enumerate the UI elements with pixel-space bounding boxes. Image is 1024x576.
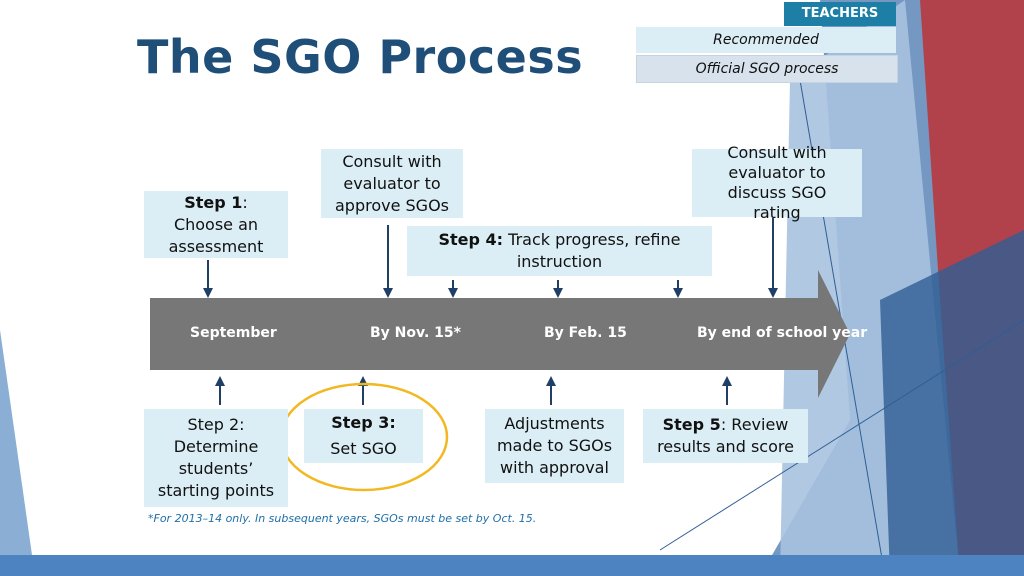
step3-text: Set SGO (330, 439, 397, 458)
step3-card: Step 3: Set SGO (304, 409, 423, 463)
step2-card: Step 2: Determine students’ starting poi… (144, 409, 288, 507)
adjustments-card: Adjustments made to SGOs with approval (485, 409, 624, 483)
consult-approve-line3: approve SGOs (334, 195, 449, 215)
timeline-label-september: September (190, 325, 277, 341)
timeline-label-end-of-year: By end of school year (697, 325, 868, 341)
step2-line3: starting points (157, 481, 275, 500)
step2-line2: students’ (178, 459, 254, 478)
step4-card: Step 4: Track progress, refine instructi… (407, 226, 712, 276)
adjustments-line1: Adjustments (504, 414, 605, 433)
step2-line1: Determine (173, 437, 259, 456)
step5-text: : Review results and score (657, 415, 794, 456)
footnote: *For 2013–14 only. In subsequent years, … (148, 512, 537, 525)
consult-approve-line1: Consult with (342, 151, 442, 171)
teachers-badge: TEACHERS (784, 2, 896, 26)
step5-title: Step 5 (662, 415, 721, 434)
consult-rating-line2: evaluator to (728, 163, 826, 182)
left-edge-shape (0, 330, 35, 576)
step4-text: Track progress, refine instruction (503, 230, 681, 271)
step1-title: Step 1 (184, 192, 243, 212)
consult-rating-card: Consult with evaluator to discuss SGO ra… (692, 143, 862, 222)
step3-title: Step 3: (331, 413, 396, 432)
page-title: The SGO Process (137, 30, 584, 84)
step1-card: Step 1: Choose an assessment (144, 191, 288, 258)
step1-line1: Choose an (173, 214, 259, 234)
legend-official: Official SGO process (636, 55, 898, 83)
consult-approve-card: Consult with evaluator to approve SGOs (321, 149, 463, 218)
thin-line-2 (659, 319, 1024, 551)
step2-title: Step 2 (187, 415, 240, 434)
adjustments-line3: with approval (500, 458, 609, 477)
timeline-label-nov15: By Nov. 15* (370, 325, 461, 341)
legend-recommended: Recommended (636, 27, 896, 53)
step1-line2: assessment (168, 236, 264, 256)
adjustments-line2: made to SGOs (496, 436, 613, 455)
timeline-arrow (150, 270, 850, 398)
consult-rating-line1: Consult with (727, 143, 827, 162)
bottom-bar (0, 555, 1024, 576)
consult-rating-line3: discuss SGO (727, 183, 827, 202)
timeline-label-feb15: By Feb. 15 (544, 325, 627, 341)
step5-card: Step 5: Review results and score (643, 409, 808, 463)
consult-rating-line4: rating (753, 203, 801, 222)
right-dark-shape (880, 230, 1024, 576)
consult-approve-line2: evaluator to (343, 173, 441, 193)
step4-title: Step 4: (438, 230, 504, 249)
